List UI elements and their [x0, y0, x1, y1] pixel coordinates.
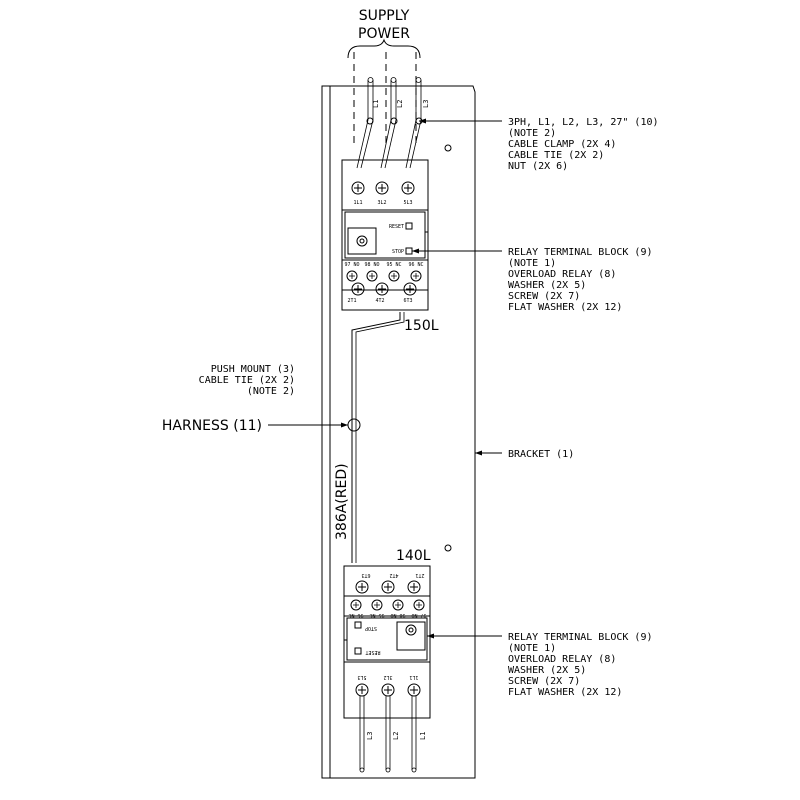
top-supply-wires: L1 L2 L3 [356, 77, 430, 169]
relay-150l-body [341, 159, 429, 311]
svg-text:SCREW (2X 7): SCREW (2X 7) [508, 676, 580, 687]
svg-text:FLAT WASHER (2X 12): FLAT WASHER (2X 12) [508, 302, 622, 313]
svg-text:5L3: 5L3 [403, 200, 412, 206]
relay-140l-stop [354, 621, 362, 629]
svg-text:STOP: STOP [365, 625, 377, 631]
bracket-outline [321, 85, 476, 779]
svg-text:4T2: 4T2 [375, 298, 384, 304]
relay-140l-body [343, 565, 431, 719]
wire-386a-label: 386A(RED) [334, 463, 350, 540]
svg-text:CABLE CLAMP (2X 4): CABLE CLAMP (2X 4) [508, 139, 616, 150]
svg-text:98 NO: 98 NO [390, 612, 405, 618]
relay-140l: 140L 6T3 4T2 2T1 96 NC 95 NC 98 NO 97 NO [343, 548, 431, 719]
svg-text:SCREW (2X 7): SCREW (2X 7) [508, 291, 580, 302]
svg-text:FLAT WASHER (2X 12): FLAT WASHER (2X 12) [508, 687, 622, 698]
left-callout-text: PUSH MOUNT (3) CABLE TIE (2X 2) (NOTE 2) [199, 364, 295, 397]
supply-label-line1: SUPPLY [359, 8, 410, 24]
harness-wire-386a [351, 312, 401, 563]
relay-140l-dial [405, 624, 417, 636]
svg-text:(NOTE 2): (NOTE 2) [247, 386, 295, 397]
supply-brace [347, 38, 421, 59]
svg-text:CABLE TIE (2X 2): CABLE TIE (2X 2) [199, 375, 295, 386]
svg-text:97 NO: 97 NO [344, 262, 359, 268]
cable-tie-1 [366, 117, 374, 125]
svg-text:98 NO: 98 NO [364, 262, 379, 268]
relay-150l-id: 150L [404, 318, 439, 334]
svg-text:2T1: 2T1 [347, 298, 356, 304]
relay-150l: 1L1 3L2 5L3 RESET STOP 97 NO 98 NO 95 NC… [341, 159, 439, 334]
svg-text:3PH, L1, L2, L3, 27" (10): 3PH, L1, L2, L3, 27" (10) [508, 117, 659, 128]
bracket-hole-top [444, 144, 452, 152]
top-callout-text: 3PH, L1, L2, L3, 27" (10) (NOTE 2) CABLE… [508, 117, 659, 172]
relay-150l-aux-terminals: 97 NO 98 NO 95 NC 96 NC [344, 262, 424, 282]
svg-text:CABLE TIE (2X 2): CABLE TIE (2X 2) [508, 150, 604, 161]
bottom-output-wires: L3 L2 L1 [359, 696, 427, 773]
svg-text:6T3: 6T3 [361, 572, 370, 578]
svg-text:1L1: 1L1 [353, 200, 362, 206]
wire-label-l3: L3 [422, 100, 430, 108]
svg-text:WASHER (2X 5): WASHER (2X 5) [508, 665, 586, 676]
svg-text:RESET: RESET [389, 224, 404, 230]
bracket-label: BRACKET (1) [508, 449, 574, 460]
svg-text:3L2: 3L2 [383, 674, 392, 680]
svg-text:PUSH MOUNT (3): PUSH MOUNT (3) [211, 364, 295, 375]
relay-150l-reset [405, 222, 413, 230]
svg-text:RESET: RESET [365, 649, 380, 655]
svg-text:OVERLOAD RELAY (8): OVERLOAD RELAY (8) [508, 269, 616, 280]
svg-text:96 NC: 96 NC [348, 612, 363, 618]
relay-140l-reset [354, 647, 362, 655]
svg-text:(NOTE 1): (NOTE 1) [508, 258, 556, 269]
svg-text:1L1: 1L1 [409, 674, 418, 680]
relay-140l-id: 140L [396, 548, 431, 564]
relay-140l-line-terminals: 5L3 3L2 1L1 [355, 674, 421, 697]
relay-140l-dial-window [396, 621, 426, 651]
push-mount [347, 418, 361, 432]
relay-150l-dial-window [347, 227, 377, 255]
svg-text:4T2: 4T2 [389, 572, 398, 578]
supply-label-line2: POWER [358, 26, 410, 42]
harness-label: HARNESS (11) [162, 418, 262, 434]
relay-150l-dial [356, 235, 368, 247]
svg-text:STOP: STOP [392, 249, 404, 255]
relay-top-callout-text: RELAY TERMINAL BLOCK (9) (NOTE 1) OVERLO… [508, 247, 653, 313]
svg-text:95 NC: 95 NC [369, 612, 384, 618]
wire-l3-top [405, 80, 417, 169]
svg-text:RELAY TERMINAL BLOCK (9): RELAY TERMINAL BLOCK (9) [508, 247, 653, 258]
wire-label-l2: L2 [396, 100, 404, 108]
wire-label-l1-bottom: L1 [419, 732, 427, 740]
relay-bottom-callout-text: RELAY TERMINAL BLOCK (9) (NOTE 1) OVERLO… [508, 632, 653, 698]
svg-text:OVERLOAD RELAY (8): OVERLOAD RELAY (8) [508, 654, 616, 665]
svg-text:97 NO: 97 NO [411, 612, 426, 618]
wire-label-l3-bottom: L3 [366, 732, 374, 740]
wire-label-l2-bottom: L2 [392, 732, 400, 740]
svg-text:(NOTE 1): (NOTE 1) [508, 643, 556, 654]
wire-label-l1: L1 [372, 100, 380, 108]
relay-150l-load-terminals: 2T1 4T2 6T3 [347, 282, 417, 304]
relay-150l-line-terminals: 1L1 3L2 5L3 [351, 181, 415, 206]
svg-text:2T1: 2T1 [415, 572, 424, 578]
svg-text:NUT (2X 6): NUT (2X 6) [508, 161, 568, 172]
cable-tie-2 [390, 117, 398, 125]
svg-text:WASHER (2X 5): WASHER (2X 5) [508, 280, 586, 291]
svg-text:95 NC: 95 NC [386, 262, 401, 268]
relay-140l-load-terminals: 6T3 4T2 2T1 [355, 572, 425, 594]
relay-150l-stop [405, 247, 413, 255]
svg-text:(NOTE 2): (NOTE 2) [508, 128, 556, 139]
svg-text:3L2: 3L2 [377, 200, 386, 206]
bracket-hole-bottom [444, 544, 452, 552]
relay-140l-aux-terminals: 96 NC 95 NC 98 NO 97 NO [348, 599, 427, 618]
wire-l1-top [356, 80, 369, 169]
svg-text:RELAY TERMINAL BLOCK (9): RELAY TERMINAL BLOCK (9) [508, 632, 653, 643]
svg-text:96 NC: 96 NC [408, 262, 423, 268]
svg-text:5L3: 5L3 [357, 674, 366, 680]
svg-text:6T3: 6T3 [403, 298, 412, 304]
